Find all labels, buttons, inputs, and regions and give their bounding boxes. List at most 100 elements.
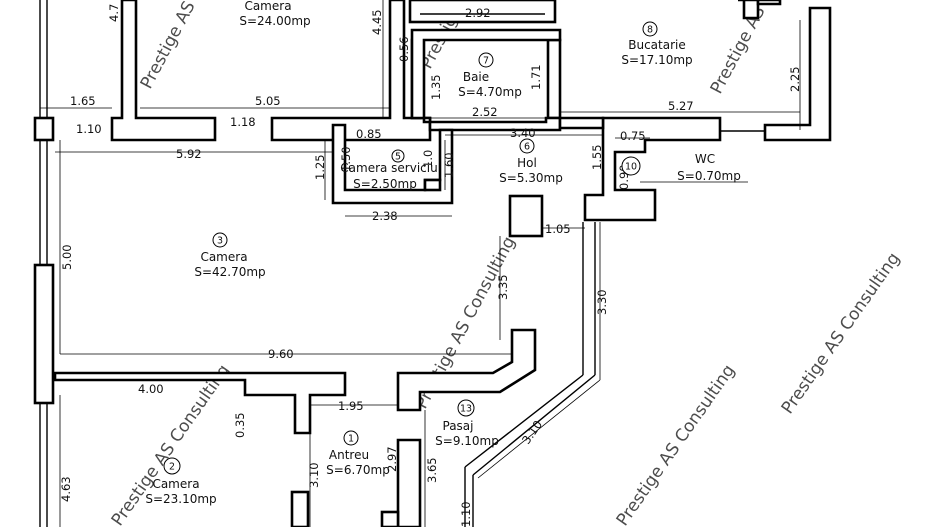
dim-label-1-65: 1.65	[70, 94, 96, 108]
dimension-labels: 4.7 4.45 2.92 0.56 1.35 1.71 2.25 1.65 5…	[59, 4, 802, 527]
dim-label-0-35: 0.35	[233, 412, 247, 438]
svg-text:13: 13	[460, 404, 472, 415]
dim-label-2-92: 2.92	[465, 6, 491, 20]
wall-pasaj-line-3	[464, 374, 584, 468]
dim-label-0-56: 0.56	[397, 36, 411, 62]
dim-label-1-25: 1.25	[313, 154, 327, 180]
room-area-baie: S=4.70mp	[458, 85, 522, 99]
dim-label-5-00: 5.00	[60, 244, 74, 270]
room-area-camera-living: S=42.70mp	[194, 265, 265, 279]
wall-kitchen-bottom	[558, 116, 605, 130]
wall-hol-pillar	[508, 194, 544, 238]
room-area-camera-serviciu: S=2.50mp	[353, 177, 417, 191]
dim-label-2-38: 2.38	[372, 209, 398, 223]
room-number-5: 5	[391, 149, 405, 163]
wall-antreu-stub	[380, 510, 400, 527]
dim-label-1-10: 1.10	[76, 122, 102, 136]
wall-pasaj-line-4	[472, 374, 596, 476]
dim-label-3-65: 3.65	[425, 457, 439, 483]
dim-label-1-05: 1.05	[545, 222, 571, 236]
room-number-1: 1	[343, 430, 359, 446]
dim-label-3-10a: 3.10	[307, 462, 321, 488]
room-numbers: 7 8 5 6 10 3 1 13 2	[163, 21, 658, 475]
wall-serviciu-door	[423, 178, 442, 192]
room-area-camera-bottom: S=23.10mp	[145, 492, 216, 506]
dim-label-2-25: 2.25	[788, 66, 802, 92]
room-number-3: 3	[212, 232, 228, 248]
room-name-antreu: Antreu	[329, 448, 369, 462]
dim-label-1-50: 1.50	[339, 146, 353, 172]
room-name-pasaj: Pasaj	[443, 419, 474, 433]
dim-label-4-00: 4.00	[138, 382, 164, 396]
dim-label-5-27: 5.27	[668, 99, 694, 113]
room-name-camera-living: Camera	[200, 250, 247, 264]
room-name-wc: WC	[695, 152, 715, 166]
room-area-antreu: S=6.70mp	[326, 463, 390, 477]
room-number-2: 2	[163, 457, 181, 475]
room-area-wc: S=0.70mp	[677, 169, 741, 183]
room-area-pasaj: S=9.10mp	[435, 434, 499, 448]
dim-label-2-97: 2.97	[385, 446, 399, 472]
dim-label-4-7: 4.7	[107, 4, 121, 22]
wall-kitchen-right	[738, 0, 760, 20]
dim-label-0-75: 0.75	[620, 129, 646, 143]
wall-antreu-pillar	[290, 490, 310, 527]
wall-wc	[583, 116, 722, 222]
room-name-camera-serviciu: Camera serviciu	[340, 161, 437, 175]
room-name-camera-top: Camera	[244, 0, 291, 13]
room-number-7: 7	[478, 52, 494, 68]
dim-label-2-52: 2.52	[472, 105, 498, 119]
dim-label-1-71: 1.71	[529, 64, 543, 90]
room-name-bucatarie: Bucatarie	[628, 38, 686, 52]
svg-text:1: 1	[348, 434, 354, 445]
room-name-baie: Baie	[463, 70, 489, 84]
svg-text:10: 10	[625, 162, 637, 173]
wall-kitchen-top	[756, 0, 782, 6]
dim-line-3-10b	[477, 379, 601, 479]
svg-text:2: 2	[169, 462, 175, 473]
room-number-8: 8	[642, 21, 658, 37]
room-labels: Camera S=24.00mp Baie S=4.70mp Bucatarie…	[145, 0, 748, 506]
room-number-13: 13	[457, 399, 475, 417]
room-number-10: 10	[621, 156, 641, 176]
dim-label-3-30: 3.30	[595, 289, 609, 315]
dim-label-1-55: 1.55	[590, 144, 604, 170]
room-area-hol: S=5.30mp	[499, 171, 563, 185]
room-name-hol: Hol	[517, 156, 537, 170]
wall-left-top	[33, 116, 55, 142]
dimension-lines	[40, 0, 801, 527]
dim-label-0-85: 0.85	[356, 127, 382, 141]
room-area-camera-top: S=24.00mp	[239, 14, 310, 28]
dim-label-1-60: 1.60	[442, 152, 456, 178]
svg-text:6: 6	[524, 142, 530, 153]
dim-label-3-35: 3.35	[496, 274, 510, 300]
watermark-1: Prestige AS Consulting	[137, 0, 245, 92]
dim-label-1-35: 1.35	[429, 74, 443, 100]
wall-kitchen-left	[546, 38, 562, 120]
dim-label-1-95: 1.95	[338, 399, 364, 413]
watermark-5: Prestige AS Consulting	[778, 249, 905, 418]
svg-text:8: 8	[647, 25, 653, 36]
dim-label-4-63: 4.63	[59, 476, 73, 502]
svg-text:7: 7	[483, 56, 489, 67]
wall-antreu-right	[396, 438, 422, 527]
wall-kitchen-east	[763, 6, 832, 142]
dim-label-1-18: 1.18	[230, 115, 256, 129]
dim-label-5-05: 5.05	[255, 94, 281, 108]
dim-label-4-45: 4.45	[370, 9, 384, 35]
dim-label-5-92: 5.92	[176, 147, 202, 161]
svg-text:5: 5	[395, 152, 401, 163]
room-name-camera-bottom: Camera	[152, 477, 199, 491]
wall-hol-diagonal	[396, 328, 537, 412]
watermark-7: Prestige AS Consulting	[613, 361, 740, 527]
room-area-bucatarie: S=17.10mp	[621, 53, 692, 67]
svg-text:3: 3	[217, 236, 223, 247]
wall-left-window	[33, 263, 55, 405]
dim-label-3-40: 3.40	[510, 126, 536, 140]
dim-label-1-10b: 1.10	[459, 501, 473, 527]
dim-label-9-60: 9.60	[268, 347, 294, 361]
room-number-6: 6	[519, 138, 535, 154]
wall-top-stub	[408, 0, 557, 24]
dim-label-1-0: 1.0	[421, 150, 435, 168]
